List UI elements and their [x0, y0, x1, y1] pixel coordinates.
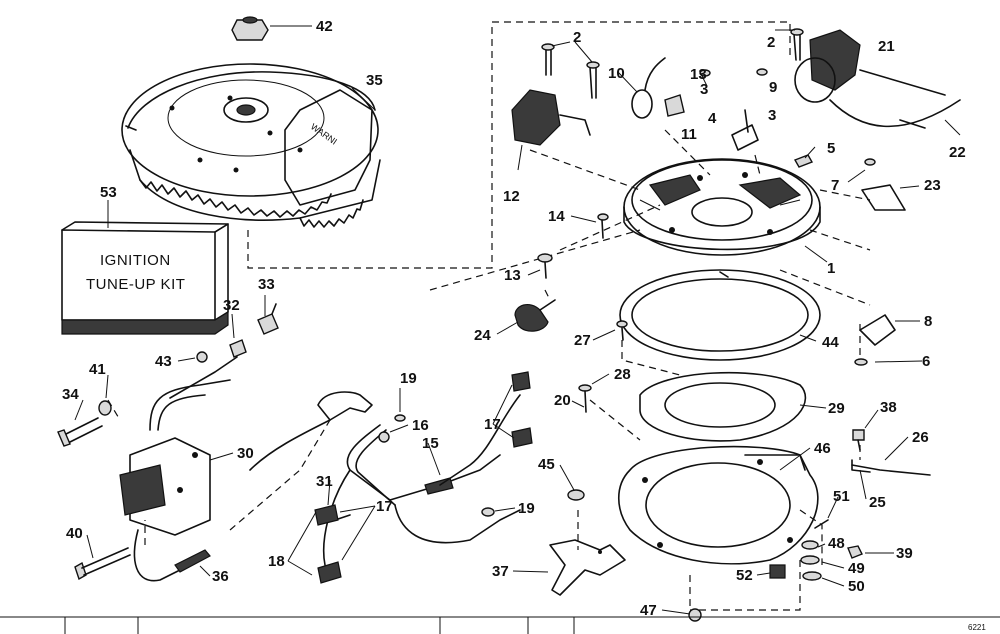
- part-label: 4: [708, 110, 717, 127]
- part-label: 43: [155, 353, 172, 370]
- kit-box-line-1: IGNITION: [100, 252, 171, 269]
- part-label: 33: [258, 276, 275, 293]
- condenser[interactable]: [631, 57, 685, 119]
- part-label: 16: [412, 417, 429, 434]
- part-label: 26: [912, 429, 929, 446]
- part-label: 17: [376, 498, 393, 515]
- throttle-cam[interactable]: [549, 539, 626, 596]
- power-pack[interactable]: [119, 379, 231, 536]
- flywheel[interactable]: WARNI: [121, 63, 381, 228]
- part-label: 49: [848, 560, 865, 577]
- part-label: 11: [681, 126, 697, 143]
- part-label: 50: [848, 578, 865, 595]
- part-label: 10: [608, 65, 625, 82]
- flywheel-warning-text: WARNI: [309, 121, 339, 146]
- part-label: 39: [896, 545, 913, 562]
- lock-washer[interactable]: [98, 400, 112, 416]
- part-label: 38: [880, 399, 897, 416]
- bolt-34[interactable]: [57, 417, 103, 447]
- part-label: 2: [573, 29, 581, 46]
- part-label: 48: [828, 535, 845, 552]
- part-label: 35: [366, 72, 383, 89]
- part-label: 42: [316, 18, 333, 35]
- small-hardware[interactable]: [567, 429, 865, 622]
- part-label: 12: [503, 188, 520, 205]
- part-label: 2: [767, 34, 775, 51]
- part-label: 8: [924, 313, 932, 330]
- part-label: 40: [66, 525, 83, 542]
- part-label: 30: [237, 445, 254, 462]
- wire-harness-36[interactable]: [133, 529, 211, 582]
- part-label: 13: [690, 66, 707, 83]
- cable-clamp[interactable]: [514, 299, 556, 332]
- bolt-40[interactable]: [74, 547, 131, 581]
- part-label: 18: [268, 553, 285, 570]
- part-label: 3: [768, 107, 776, 124]
- part-number-labels: 42 35 53 2 10 13 3 9 2 21 3 4 11 3 12 22…: [62, 18, 966, 619]
- wire-harness-15[interactable]: [314, 371, 533, 584]
- part-label: 14: [548, 208, 565, 225]
- leader-lines: [74, 25, 961, 615]
- part-label: 19: [518, 500, 535, 517]
- retainer-ring[interactable]: [619, 269, 821, 361]
- part-label: 13: [504, 267, 521, 284]
- part-label: 44: [822, 334, 839, 351]
- part-label: 7: [831, 177, 839, 194]
- armature-plate[interactable]: [623, 158, 821, 256]
- spark-plug-boot[interactable]: [249, 391, 373, 471]
- ignition-coil-right[interactable]: [794, 29, 961, 129]
- part-label: 21: [878, 38, 895, 55]
- flywheel-nut[interactable]: [231, 16, 269, 41]
- part-label: 45: [538, 456, 555, 473]
- connectors-32-33-43[interactable]: [169, 303, 279, 399]
- part-label: 5: [827, 140, 835, 157]
- ignition-tune-up-kit-box[interactable]: IGNITION TUNE-UP KIT: [61, 221, 229, 335]
- part-label: 25: [869, 494, 886, 511]
- part-label: 1: [827, 260, 835, 277]
- part-label: 27: [574, 332, 591, 349]
- part-label: 36: [212, 568, 229, 585]
- part-label: 51: [833, 488, 850, 505]
- part-label: 52: [736, 567, 753, 584]
- part-label: 3: [700, 81, 708, 98]
- part-label: 23: [924, 177, 941, 194]
- part-label: 20: [554, 392, 571, 409]
- part-label: 46: [814, 440, 831, 457]
- part-label: 34: [62, 386, 79, 403]
- ignition-coil-left[interactable]: [511, 89, 591, 146]
- figure-code: 6221: [968, 623, 986, 632]
- part-label: 29: [828, 400, 845, 417]
- bottom-table-strip: [0, 616, 1000, 634]
- part-label: 22: [949, 144, 966, 161]
- part-label: 53: [100, 184, 117, 201]
- part-label: 41: [89, 361, 106, 378]
- throttle-link[interactable]: [851, 459, 931, 476]
- kit-box-line-2: TUNE-UP KIT: [86, 276, 185, 293]
- part-label: 47: [640, 602, 657, 619]
- part-label: 37: [492, 563, 509, 580]
- mounting-bracket[interactable]: [618, 445, 819, 565]
- part-label: 32: [223, 297, 240, 314]
- support-plate[interactable]: [639, 371, 807, 442]
- part-label: 6: [922, 353, 930, 370]
- part-label: 31: [316, 473, 333, 490]
- part-label: 15: [422, 435, 439, 452]
- clips-and-brackets[interactable]: [793, 154, 906, 346]
- part-label: 9: [769, 79, 777, 96]
- breaker-point[interactable]: [731, 109, 759, 151]
- part-label: 19: [400, 370, 417, 387]
- part-label: 24: [474, 327, 491, 344]
- part-label: 28: [614, 366, 631, 383]
- part-label: 17: [484, 416, 501, 433]
